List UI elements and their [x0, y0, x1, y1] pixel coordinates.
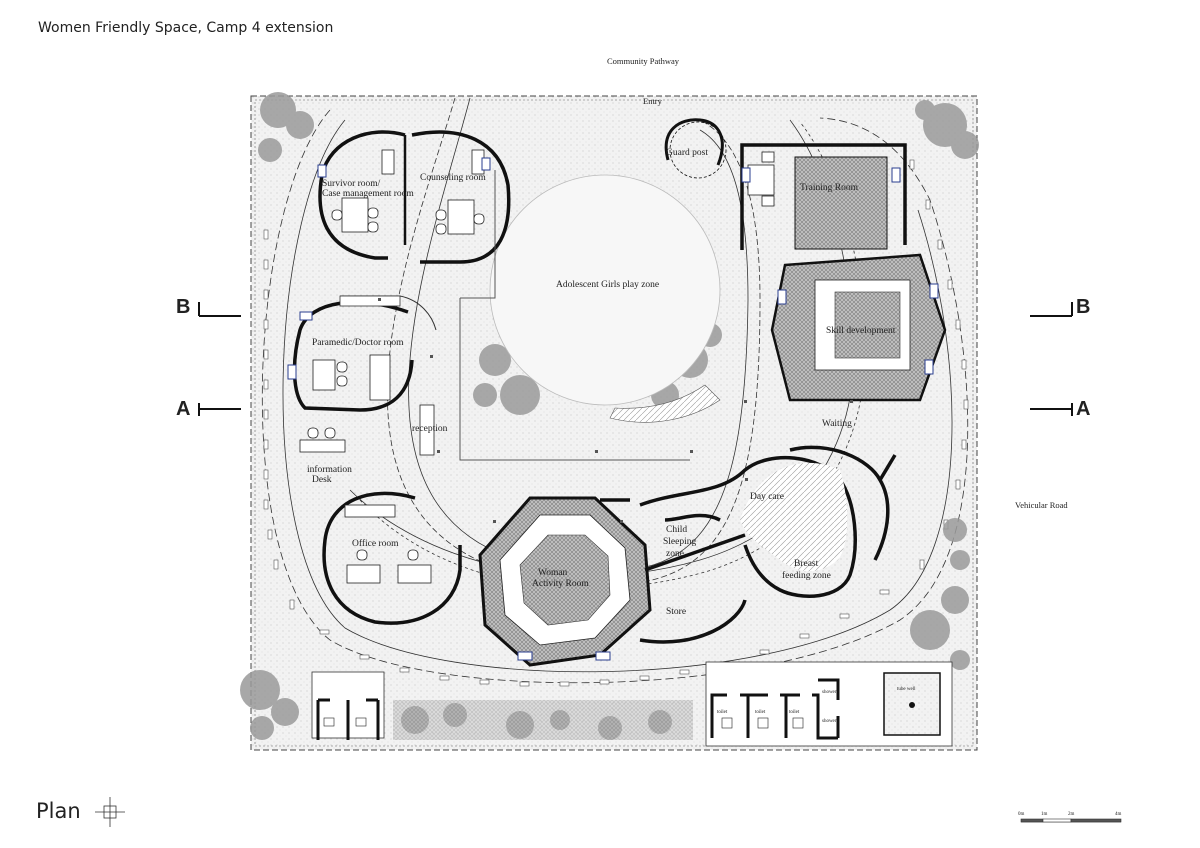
day-care-label: Day care — [750, 492, 784, 502]
skill-development-room — [770, 253, 947, 402]
scale-tick-2: 2m — [1068, 812, 1075, 817]
survivor-furniture — [331, 149, 485, 235]
plan-label: Plan — [36, 799, 81, 823]
breast-feeding-label-1: Breast — [794, 559, 819, 569]
section-marker-b-left: B — [176, 296, 191, 318]
paramedic-room-label: Paramedic/Doctor room — [312, 338, 404, 348]
plan-cross-symbol — [95, 797, 125, 827]
fence-posts — [263, 159, 969, 687]
day-care-floor — [740, 462, 848, 572]
sheet-title: Women Friendly Space, Camp 4 extension — [38, 20, 334, 36]
office-room — [322, 491, 462, 625]
section-marker-b-right: B — [1076, 296, 1091, 318]
play-zone — [489, 174, 721, 423]
counseling-room-label: Counseling room — [420, 173, 486, 183]
community-pathway-label: Community Pathway — [607, 56, 680, 66]
shower-label-1: shower — [822, 690, 837, 695]
toilet-label-1: toilet — [717, 710, 728, 715]
office-room-label: Office room — [352, 538, 399, 549]
guard-post — [664, 118, 727, 179]
entry-label: Entry — [643, 96, 663, 106]
section-cut-lines — [198, 302, 1073, 416]
toilet-label-3: toilet — [789, 710, 800, 715]
courtyard-wall — [460, 170, 496, 299]
reception-label: reception — [412, 424, 448, 434]
store-label: Store — [666, 607, 686, 617]
scale-tick-1: 1m — [1041, 812, 1048, 817]
shower-label-2: shower — [822, 719, 837, 724]
woman-activity-label-2: Activity Room — [532, 579, 589, 589]
survivor-room-label-1: Survivor room/ — [322, 179, 381, 189]
information-desk-label-2: Desk — [312, 475, 332, 485]
tube-well-label: tube well — [897, 687, 916, 692]
scale-tick-0: 0m — [1018, 812, 1025, 817]
child-sleeping-label-1: Child — [666, 525, 687, 535]
section-marker-a-left: A — [176, 398, 191, 420]
scale-bar — [1020, 818, 1122, 823]
woman-activity-label-1: Woman — [538, 568, 568, 578]
play-zone-label: Adolescent Girls play zone — [556, 280, 659, 290]
skill-development-label: Skill development — [826, 326, 896, 336]
planting-strip — [393, 700, 693, 740]
training-room-label: Training Room — [800, 183, 859, 193]
column-markers — [378, 298, 853, 523]
vehicular-road-label: Vehicular Road — [1015, 500, 1068, 510]
guard-post-label: Guard post — [666, 148, 708, 158]
information-desk-label-1: information — [307, 464, 352, 475]
utility-block — [311, 661, 953, 747]
child-sleeping-label-3: zone — [666, 549, 684, 559]
childcare-block — [600, 445, 897, 644]
child-sleeping-label-2: Sleeping — [663, 537, 696, 547]
breast-feeding-label-2: feeding zone — [782, 570, 831, 581]
section-marker-a-right: A — [1076, 398, 1091, 420]
window-markers — [287, 157, 939, 661]
toilet-label-2: toilet — [755, 710, 766, 715]
survivor-room-label-2: Case management room — [322, 189, 414, 199]
scale-tick-3: 4m — [1115, 812, 1122, 817]
woman-activity-room — [478, 496, 652, 667]
training-room — [740, 143, 907, 250]
waiting-label: Waiting — [822, 419, 852, 429]
